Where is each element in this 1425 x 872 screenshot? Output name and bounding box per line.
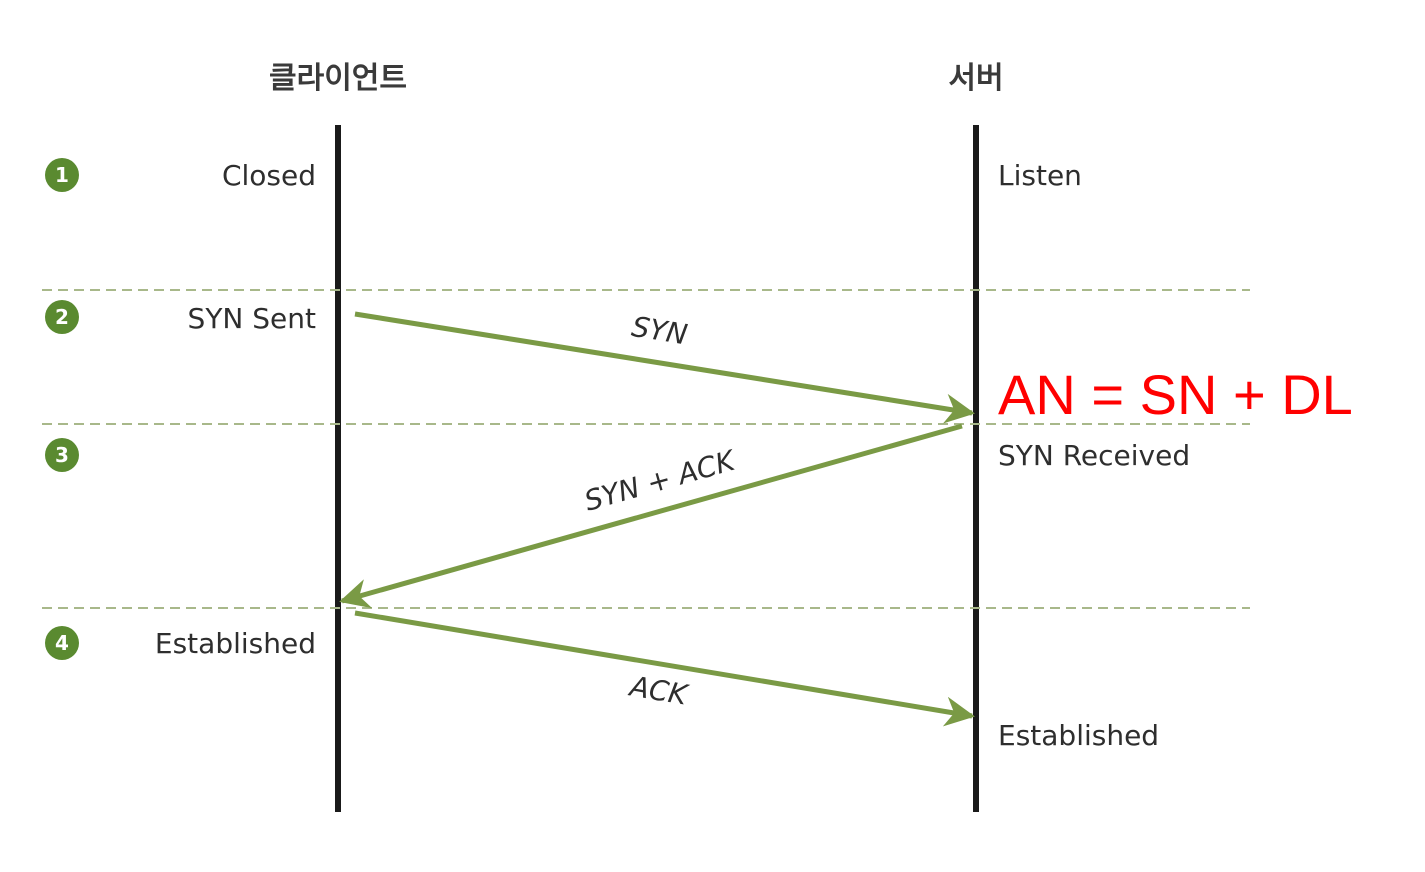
svg-text:1: 1 — [55, 163, 69, 187]
syn-label: SYN — [629, 310, 689, 351]
svg-text:2: 2 — [55, 305, 69, 329]
step-badge-2: 2 — [45, 300, 79, 334]
step-badge-1: 1 — [45, 158, 79, 192]
server-state-established: Established — [998, 719, 1159, 752]
ack-label: ACK — [626, 669, 692, 712]
client-title: 클라이언트 — [269, 61, 407, 96]
step-badge-3: 3 — [45, 438, 79, 472]
syn-ack-arrow — [339, 423, 963, 609]
syn-ack-label: SYN + ACK — [581, 443, 741, 517]
step-badge-4: 4 — [45, 626, 79, 660]
svg-text:3: 3 — [55, 443, 69, 467]
svg-text:4: 4 — [55, 631, 69, 655]
server-state-syn-received: SYN Received — [998, 439, 1190, 472]
client-state-closed: Closed — [222, 159, 316, 192]
syn-arrow — [354, 311, 975, 424]
client-state-syn-sent: SYN Sent — [188, 302, 316, 335]
client-state-established: Established — [155, 627, 316, 660]
ack-arrow — [354, 610, 975, 727]
sequence-annotation: AN = SN + DL — [998, 363, 1353, 426]
server-state-listen: Listen — [998, 159, 1082, 192]
server-title: 서버 — [948, 61, 1003, 96]
